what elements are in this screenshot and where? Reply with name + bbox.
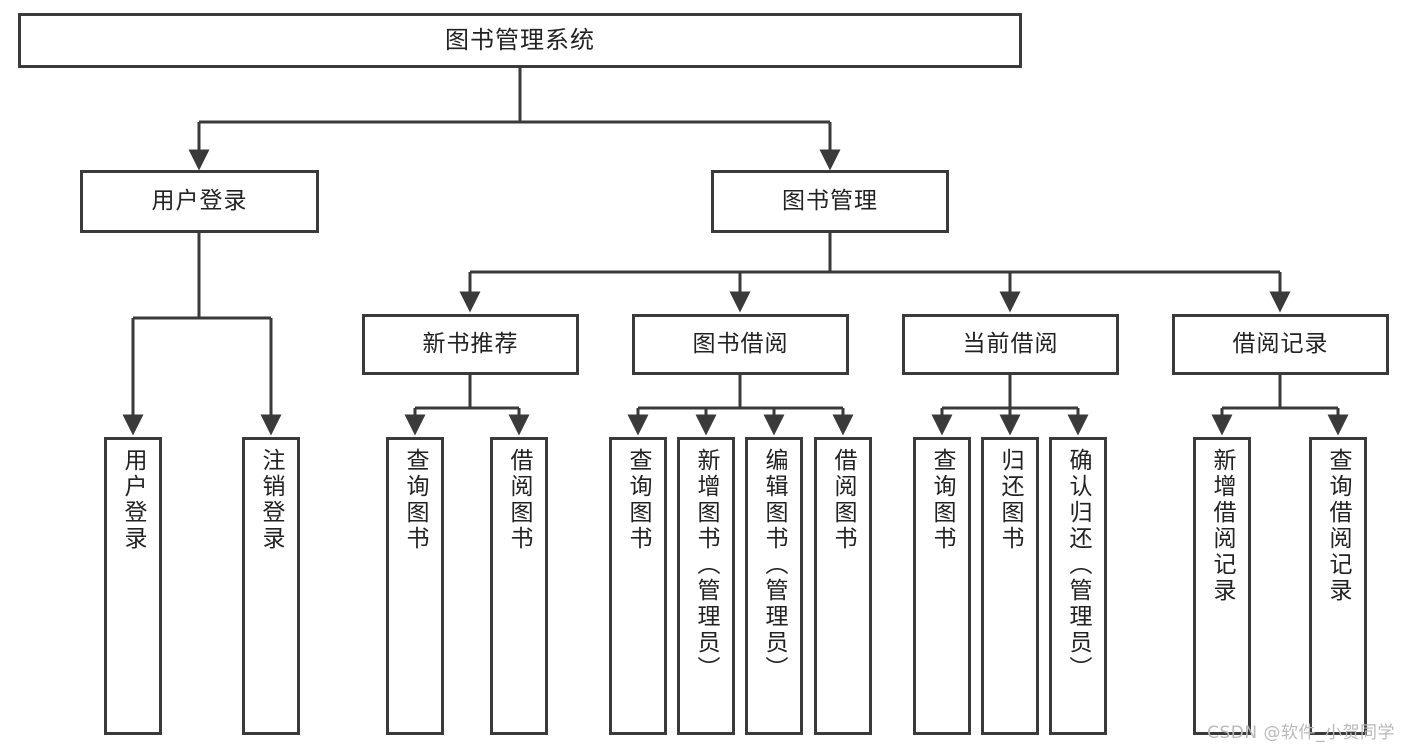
node-book-borrowing[interactable]: 图书借阅 xyxy=(632,314,849,375)
leaf-add-book-admin[interactable]: 新增图书（管理员） xyxy=(677,437,735,735)
node-label: 查询图书 xyxy=(625,448,652,552)
leaf-query-borrowing-record[interactable]: 查询借阅记录 xyxy=(1309,437,1367,735)
node-label: 当前借阅 xyxy=(962,330,1059,357)
leaf-borrow-books-borrowing[interactable]: 借阅图书 xyxy=(814,437,872,735)
node-label: 查询借阅记录 xyxy=(1325,448,1352,604)
node-label: 确认归还（管理员） xyxy=(1065,448,1092,682)
node-label: 新增图书（管理员） xyxy=(693,448,720,682)
node-label: 用户登录 xyxy=(151,187,248,214)
node-label: 图书借阅 xyxy=(692,330,789,357)
leaf-query-books-current[interactable]: 查询图书 xyxy=(913,437,971,735)
node-label: 借阅记录 xyxy=(1232,330,1329,357)
node-label: 新书推荐 xyxy=(422,330,519,357)
node-label: 注销登录 xyxy=(258,448,285,552)
leaf-edit-book-admin[interactable]: 编辑图书（管理员） xyxy=(745,437,803,735)
node-label: 图书管理系统 xyxy=(445,26,595,55)
node-label: 新增借阅记录 xyxy=(1209,448,1236,604)
node-label: 查询图书 xyxy=(929,448,956,552)
node-current-borrowing[interactable]: 当前借阅 xyxy=(902,314,1119,375)
node-label: 图书管理 xyxy=(782,187,878,214)
leaf-user-login[interactable]: 用户登录 xyxy=(104,437,162,735)
leaf-borrow-books-recommendation[interactable]: 借阅图书 xyxy=(490,437,548,735)
node-label: 查询图书 xyxy=(402,448,429,552)
leaf-add-borrowing-record[interactable]: 新增借阅记录 xyxy=(1193,437,1251,735)
node-label: 归还图书 xyxy=(997,448,1024,552)
leaf-query-books-borrowing[interactable]: 查询图书 xyxy=(609,437,667,735)
leaf-return-books[interactable]: 归还图书 xyxy=(981,437,1039,735)
node-label: 借阅图书 xyxy=(506,448,533,552)
node-label: 用户登录 xyxy=(120,448,147,552)
node-new-book-recommendation[interactable]: 新书推荐 xyxy=(362,314,579,375)
node-book-management[interactable]: 图书管理 xyxy=(711,170,949,233)
node-label: 编辑图书（管理员） xyxy=(761,448,788,682)
node-label: 借阅图书 xyxy=(830,448,857,552)
leaf-query-books-recommendation[interactable]: 查询图书 xyxy=(386,437,444,735)
leaf-logout[interactable]: 注销登录 xyxy=(242,437,300,735)
node-root-book-management-system[interactable]: 图书管理系统 xyxy=(18,13,1022,68)
node-user-login[interactable]: 用户登录 xyxy=(80,170,319,233)
watermark-text: CSDN @软件_小贺同学 xyxy=(1207,723,1395,743)
leaf-confirm-return-admin[interactable]: 确认归还（管理员） xyxy=(1049,437,1107,735)
node-borrowing-records[interactable]: 借阅记录 xyxy=(1172,314,1389,375)
